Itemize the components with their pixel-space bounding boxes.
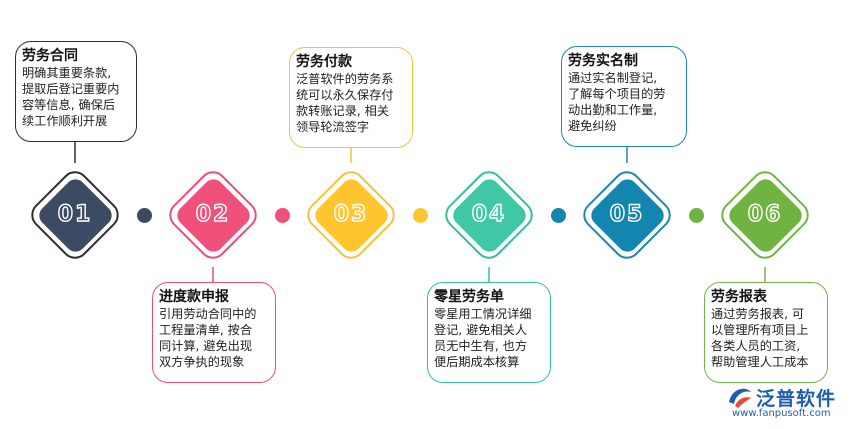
step-5-desc-line: 避免纠纷 [568,119,617,133]
step-3-card: 劳务付款泛普软件的劳务系统可以永久保存付款转账记录, 相关领导轮流签字 [289,47,413,148]
step-1-desc-line: 容等信息, 确保后 [22,98,116,112]
connector-dot-1 [136,207,152,223]
step-1-desc-line: 续工作顺利开展 [22,114,108,128]
step-1-title: 劳务合同 [22,48,78,64]
step-5-desc-line: 通过实名制登记, [568,71,658,85]
step-6-desc-line: 以管理所有项目上 [711,323,809,337]
connector-dot-5 [688,207,704,223]
connector-dot-4 [550,207,566,223]
step-6-title: 劳务报表 [711,289,767,305]
step-2-desc-line: 工程量清单, 按合 [159,323,253,337]
connector-dot-2 [274,207,290,223]
step-6-desc-line: 各类人员的工资, [711,339,801,353]
step-1-desc-line: 提取后登记重要内 [22,82,120,96]
step-5-number: 05 [609,201,645,227]
step-2-title: 进度款申报 [159,289,229,305]
step-3-desc-line: 款转账记录, 相关 [296,104,390,118]
step-1-card: 劳务合同明确其重要条款, 提取后登记重要内容等信息, 确保后续工作顺利开展 [15,41,137,142]
step-4-desc-line: 员无中生有, 也方 [434,339,528,353]
logo-name: 泛普软件 [756,388,837,410]
step-5-desc-line: 动出勤和工作量, [568,103,658,117]
step-5-card: 劳务实名制通过实名制登记, 了解每个项目的劳动出勤和工作量, 避免纠纷 [561,46,687,147]
brand-logo: 泛普软件 www.fanpusoft.com [722,382,852,426]
step-3-desc-line: 统可以永久保存付 [296,88,394,102]
step-4-desc-line: 登记, 避免相关人 [434,323,528,337]
step-6-card: 劳务报表通过劳务报表, 可以管理所有项目上各类人员的工资, 帮助管理人工成本 [704,282,828,383]
step-5-desc-line: 了解每个项目的劳 [568,87,666,101]
step-4-card: 零星劳务单零星用工情况详细登记, 避免相关人员无中生有, 也方便后期成本核算 [427,282,551,383]
fanpu-logo-icon [729,388,751,408]
step-2-card: 进度款申报引用劳动合同中的工程量清单, 按合同计算, 避免出现双方争执的现象 [152,282,276,383]
step-3-number: 03 [333,201,369,227]
step-6-number: 06 [747,201,783,227]
step-3-title: 劳务付款 [296,54,352,70]
step-2-number: 02 [195,201,231,227]
logo-url: www.fanpusoft.com [732,408,831,419]
step-1-number: 01 [57,201,93,227]
step-4-desc-line: 零星用工情况详细 [434,307,532,321]
step-5-title: 劳务实名制 [568,53,638,69]
step-6-desc-line: 通过劳务报表, 可 [711,307,805,321]
step-3-desc-line: 泛普软件的劳务系 [296,72,394,86]
step-2-desc-line: 同计算, 避免出现 [159,339,253,353]
step-4-number: 04 [471,201,507,227]
step-1-desc-line: 明确其重要条款, [22,66,112,80]
step-4-title: 零星劳务单 [434,289,504,305]
connector-dot-3 [412,207,428,223]
step-6-desc-line: 帮助管理人工成本 [711,355,809,369]
step-4-desc-line: 便后期成本核算 [434,355,520,369]
step-2-desc-line: 引用劳动合同中的 [159,307,257,321]
step-3-desc-line: 领导轮流签字 [296,120,370,134]
step-2-desc-line: 双方争执的现象 [159,355,245,369]
